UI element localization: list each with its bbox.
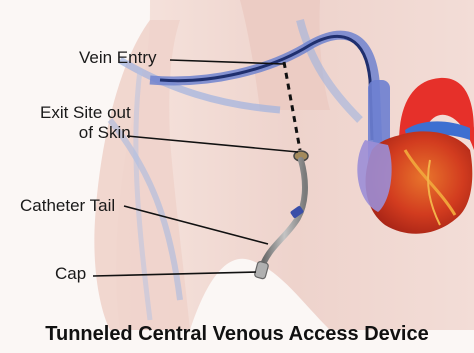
label-cap: Cap <box>55 264 86 284</box>
catheter-cap <box>254 261 269 279</box>
label-exit-site: Exit Site out of Skin <box>40 103 131 143</box>
label-exit-site-line2: of Skin <box>40 123 131 143</box>
label-exit-site-line1: Exit Site out <box>40 103 131 123</box>
diagram-title: Tunneled Central Venous Access Device <box>0 323 474 346</box>
label-vein-entry: Vein Entry <box>79 48 157 68</box>
label-catheter-tail: Catheter Tail <box>20 196 115 216</box>
